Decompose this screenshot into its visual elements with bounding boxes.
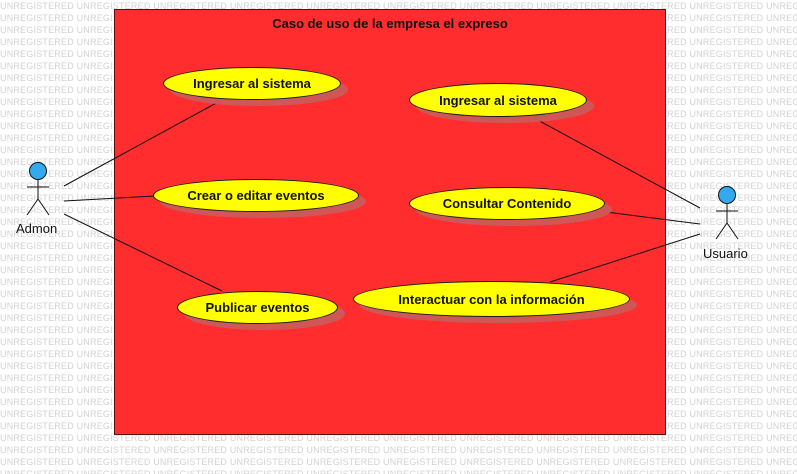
association-admon-ingresar xyxy=(63,100,221,187)
association-usuario-interactuar xyxy=(549,233,701,283)
diagram-title: Caso de uso de la empresa el expreso xyxy=(272,16,508,31)
usecase-consultar-contenido[interactable]: Consultar Contenido xyxy=(409,187,605,220)
association-usuario-ingresar xyxy=(533,117,701,209)
usecase-admon-ingresar-sistema[interactable]: Ingresar al sistema xyxy=(163,67,341,100)
association-admon-crear xyxy=(63,195,156,202)
usecase-crear-editar-eventos[interactable]: Crear o editar eventos xyxy=(153,179,359,212)
actor-usuario-figure-icon xyxy=(715,186,739,240)
usecase-usuario-ingresar-sistema[interactable]: Ingresar al sistema xyxy=(409,83,587,117)
usecase-publicar-eventos[interactable]: Publicar eventos xyxy=(177,291,338,324)
association-usuario-consultar xyxy=(605,211,701,225)
association-admon-publicar xyxy=(63,213,223,292)
actor-admon[interactable] xyxy=(22,161,54,224)
actor-admon-figure-icon xyxy=(26,162,50,216)
actor-usuario-label: Usuario xyxy=(703,246,748,261)
usecase-interactuar-informacion[interactable]: Interactuar con la información xyxy=(353,281,630,317)
actor-admon-label: Admon xyxy=(16,221,58,236)
actor-usuario[interactable] xyxy=(711,185,743,248)
